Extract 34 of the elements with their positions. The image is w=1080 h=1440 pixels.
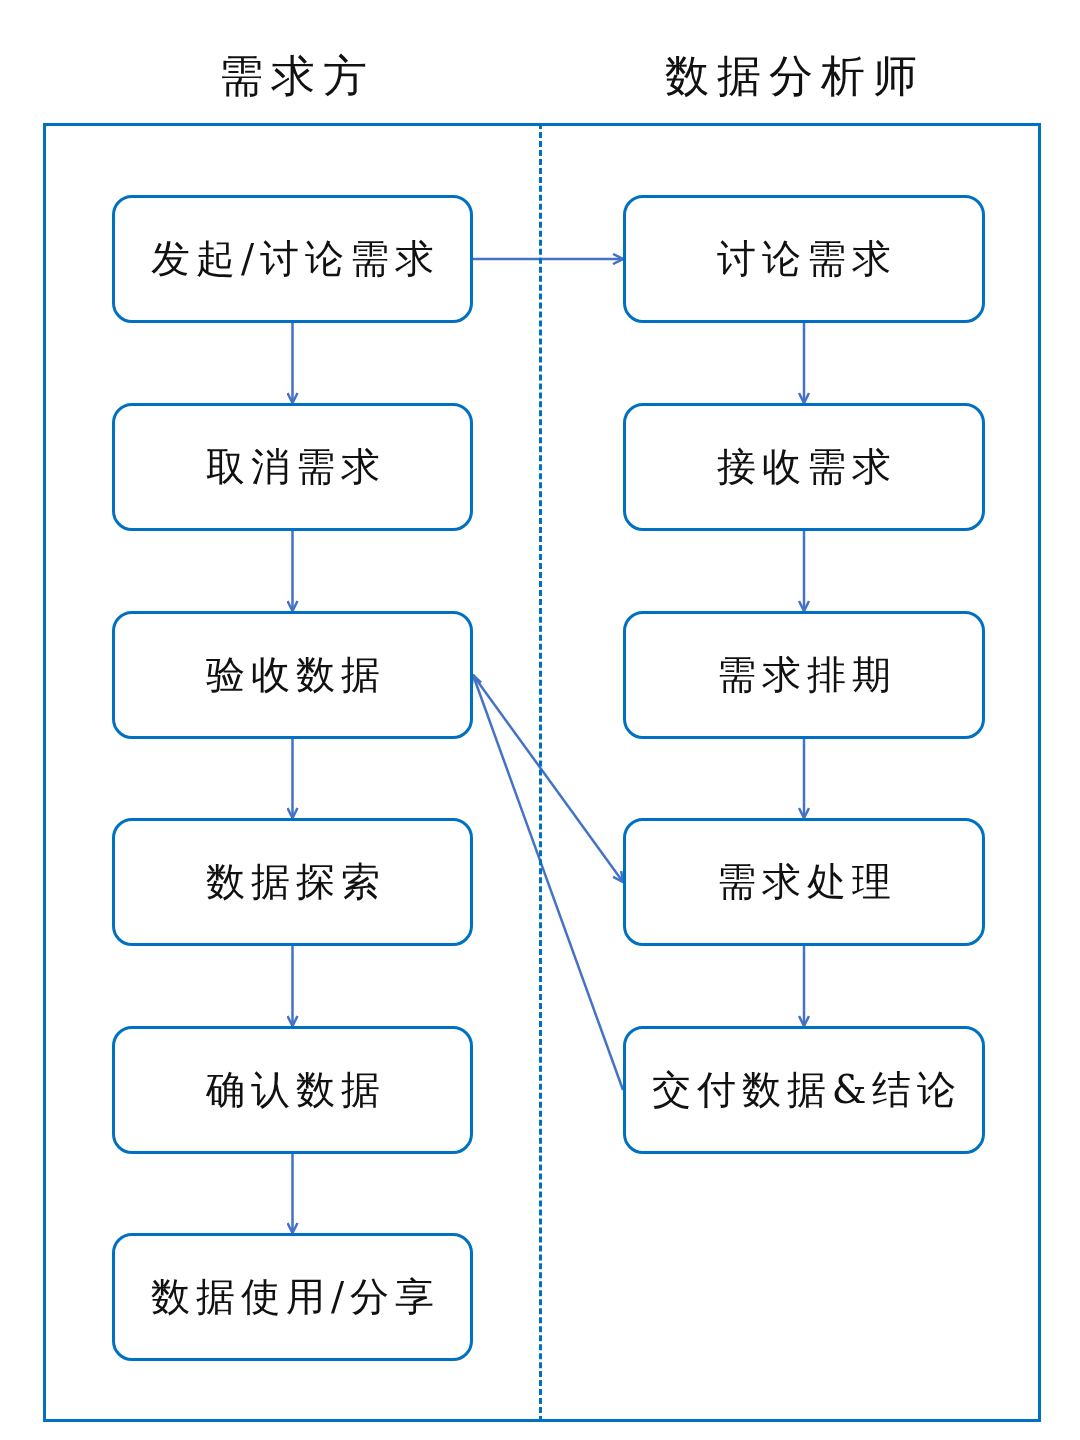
box-label: 数据探索 [204, 858, 386, 906]
process-box [112, 195, 473, 323]
process-box [623, 611, 985, 739]
box-label: 需求处理 [716, 858, 897, 906]
process-box [112, 1026, 473, 1154]
box-label: 确认数据 [204, 1066, 386, 1114]
arrow [286, 1154, 299, 1235]
box-label: 讨论需求 [716, 235, 897, 283]
arrow [286, 739, 299, 820]
arrow [286, 323, 299, 405]
process-box [112, 1233, 473, 1361]
process-box [623, 1026, 985, 1154]
box-label: 取消需求 [204, 443, 386, 491]
process-box [112, 818, 473, 946]
box-label: 数据使用/分享 [149, 1273, 441, 1321]
box-label: 接收需求 [716, 443, 897, 491]
arrow [286, 946, 299, 1028]
process-box [623, 195, 985, 323]
box-label: 发起/讨论需求 [149, 235, 441, 283]
lane-header: 数据分析师 [664, 50, 925, 101]
lane-header: 需求方 [217, 50, 375, 101]
arrow [797, 739, 811, 820]
box-label: 交付数据&结论 [650, 1066, 963, 1114]
arrow [473, 252, 625, 266]
process-box [112, 611, 473, 739]
arrow [797, 531, 811, 613]
box-label: 验收数据 [204, 651, 386, 699]
process-box [623, 818, 985, 946]
box-label: 需求排期 [716, 651, 897, 699]
process-box [112, 403, 473, 531]
arrow [797, 946, 811, 1028]
arrow [286, 531, 299, 613]
arrow [797, 323, 811, 405]
process-box [623, 403, 985, 531]
